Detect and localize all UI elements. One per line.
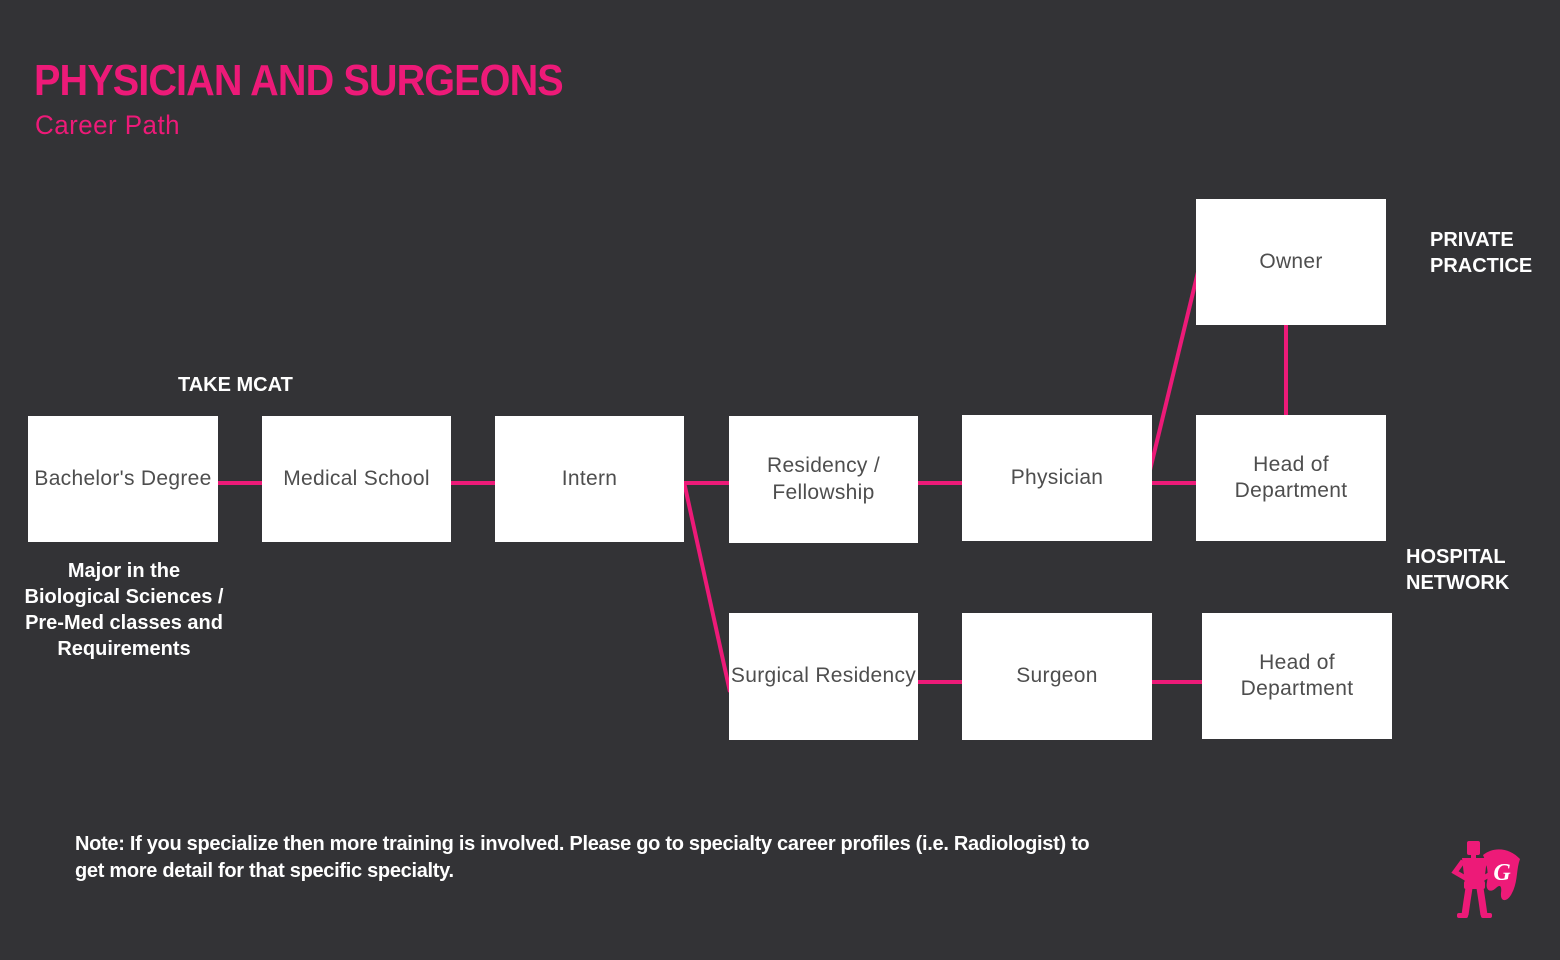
mascot-foot-left bbox=[1457, 913, 1468, 918]
node-head-of-department-bottom: Head of Department bbox=[1202, 613, 1392, 739]
node-bachelors-degree: Bachelor's Degree bbox=[28, 416, 218, 542]
connector-physician-owner bbox=[1148, 271, 1200, 471]
specialty-note: Note: If you specialize then more traini… bbox=[75, 833, 1090, 882]
label-hospital-network: HOSPITAL NETWORK bbox=[1406, 546, 1510, 594]
node-physician: Physician bbox=[962, 415, 1152, 541]
mascot-neck bbox=[1471, 853, 1476, 858]
node-surgical-residency: Surgical Residency bbox=[729, 613, 918, 740]
mascot-arm-right bbox=[1480, 859, 1498, 882]
mascot-foot-right bbox=[1481, 913, 1492, 918]
mascot-leg-right bbox=[1476, 887, 1488, 916]
node-head-of-department-top: Head of Department bbox=[1196, 415, 1386, 541]
mascot-hips bbox=[1464, 881, 1485, 889]
superhero-mascot-logo: G bbox=[1451, 841, 1520, 918]
connector-intern-surgical bbox=[682, 481, 732, 693]
mascot-torso bbox=[1462, 858, 1487, 884]
label-take-mcat: TAKE MCAT bbox=[178, 374, 293, 396]
node-owner: Owner bbox=[1196, 199, 1386, 325]
node-medical-school: Medical School bbox=[262, 416, 451, 542]
mascot-head-icon bbox=[1467, 841, 1480, 855]
node-surgeon: Surgeon bbox=[962, 613, 1152, 740]
label-private-practice: PRIVATE PRACTICE bbox=[1430, 229, 1533, 277]
mascot-arm-left bbox=[1451, 859, 1469, 882]
mascot-leg-left bbox=[1461, 887, 1473, 916]
mascot-cape-icon bbox=[1483, 849, 1520, 901]
mascot-letter: G bbox=[1493, 860, 1511, 886]
page-subtitle: Career Path bbox=[35, 110, 181, 140]
label-bachelors-note: Major in the Biological Sciences / Pre-M… bbox=[24, 560, 224, 660]
node-residency-fellowship: Residency / Fellowship bbox=[729, 416, 918, 543]
node-intern: Intern bbox=[495, 416, 684, 542]
page-title: PHYSICIAN AND SURGEONS bbox=[34, 56, 564, 105]
